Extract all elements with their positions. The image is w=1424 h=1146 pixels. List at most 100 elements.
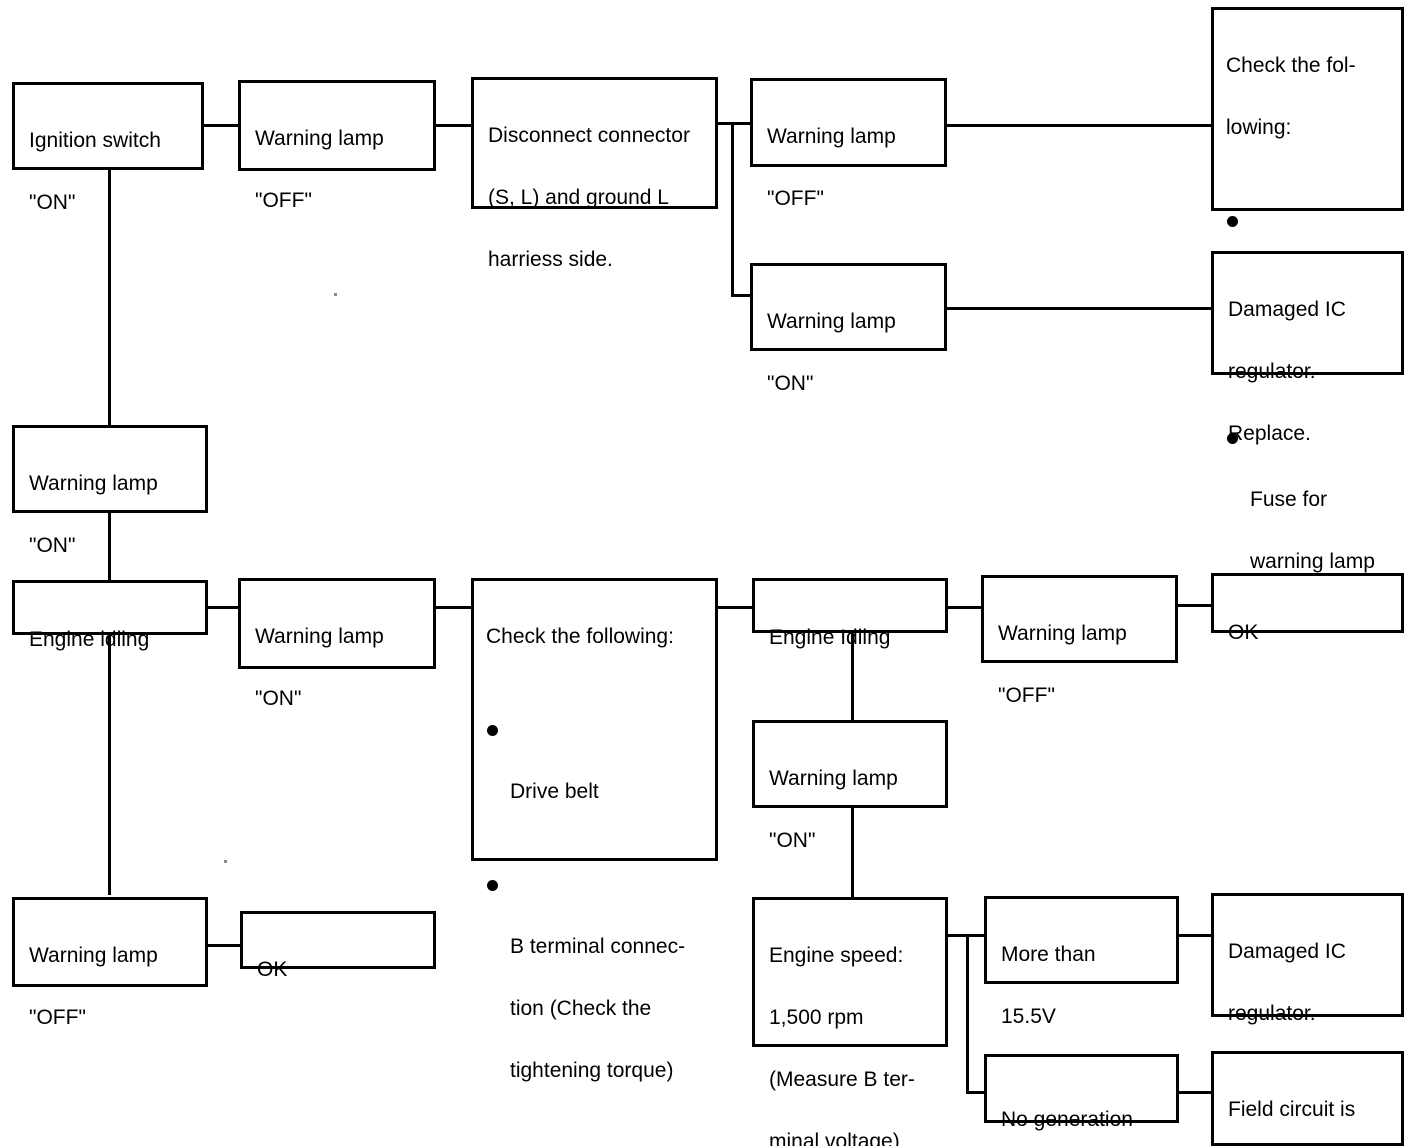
node-text-line: Ignition switch <box>29 129 161 152</box>
node-text-line: Warning lamp <box>255 127 384 150</box>
node-text-line: minal voltage) <box>769 1130 900 1146</box>
node-text-line: Warning lamp <box>29 472 158 495</box>
node-text-line: regulator. <box>1228 1002 1316 1025</box>
node-more-than-voltage[interactable]: More than 15.5V <box>984 896 1179 1028</box>
node-text-line: warning lamp <box>1250 550 1375 573</box>
node-text-line: Warning lamp <box>769 767 898 790</box>
node-warning-lamp-off-4[interactable]: Warning lamp "OFF" <box>12 897 208 1029</box>
node-disconnect-connector[interactable]: Disconnect connector (S, L) and ground L… <box>471 77 718 271</box>
edge-engineidling1-to-warnon3 <box>206 606 240 609</box>
node-text-line: Damaged IC <box>1228 298 1346 321</box>
edge-warnon3-to-check2 <box>435 606 473 609</box>
edge-engineidling1-to-warnoff4 <box>108 633 111 895</box>
node-text-line: (S, L) and ground L <box>488 186 669 209</box>
edge-engineidling2-to-warnon4 <box>851 633 854 723</box>
node-text-line: 1,500 rpm <box>769 1006 864 1029</box>
node-text-line: Drive belt <box>510 780 599 803</box>
node-engine-idling-1[interactable]: Engine idling <box>12 580 208 651</box>
edge-warnon1-to-engineidling1 <box>108 510 111 582</box>
node-text-line: Check the following: <box>486 625 674 648</box>
edge-branch-to-nogeneration <box>966 1091 986 1094</box>
node-ok-left[interactable]: OK <box>240 911 436 981</box>
node-no-generation[interactable]: No generation <box>984 1054 1179 1131</box>
node-warning-lamp-off-2[interactable]: Warning lamp "OFF" <box>750 78 947 210</box>
node-text-line: "ON" <box>29 191 76 214</box>
node-text-line: OK <box>1228 621 1259 644</box>
node-text-line: Replace. <box>1228 422 1311 445</box>
node-text-line: "ON" <box>769 829 816 852</box>
node-text-line: "ON" <box>29 534 76 557</box>
node-text-line: "OFF" <box>998 684 1055 707</box>
node-warning-lamp-off-1[interactable]: Warning lamp "OFF" <box>238 80 436 212</box>
node-text-line: "ON" <box>255 687 302 710</box>
node-text-line: lowing: <box>1226 116 1292 139</box>
edge-morethan-to-damagedic2 <box>1178 934 1214 937</box>
list-item: Fuse for warning lamp <box>1226 422 1401 608</box>
edge-branch-to-warnon2 <box>731 294 755 297</box>
node-text-line: "OFF" <box>29 1006 86 1029</box>
node-text-line: 15.5V <box>1001 1005 1056 1028</box>
node-check-following-bulb-fuse[interactable]: Check the fol- lowing: Warning lamp bulb… <box>1211 7 1404 573</box>
node-warning-lamp-on-2[interactable]: Warning lamp "ON" <box>750 263 947 395</box>
node-text-line: tightening torque) <box>510 1059 674 1082</box>
node-text-line: No generation <box>1001 1108 1133 1131</box>
bullet-icon <box>1227 433 1238 444</box>
node-warning-lamp-on-3[interactable]: Warning lamp "ON" <box>238 578 436 710</box>
node-text-line: (Measure B ter- <box>769 1068 915 1091</box>
node-damaged-ic-regulator-1[interactable]: Damaged IC regulator. Replace. <box>1211 251 1404 445</box>
node-ignition-switch-on[interactable]: Ignition switch "ON" <box>12 82 204 214</box>
edge-warnoff2-to-check1 <box>945 124 1213 127</box>
node-text-line: "OFF" <box>767 187 824 210</box>
node-text-line: Warning lamp <box>767 310 896 333</box>
node-text-line: Warning lamp <box>255 625 384 648</box>
list-item: Drive belt <box>486 714 715 838</box>
scan-speck <box>224 860 227 863</box>
node-text-line: Warning lamp <box>998 622 1127 645</box>
edge-disconnect-to-branch <box>716 122 752 125</box>
node-field-circuit-open[interactable]: Field circuit is open. <box>1211 1051 1404 1146</box>
node-damaged-ic-regulator-2[interactable]: Damaged IC regulator. Replace. <box>1211 893 1404 1087</box>
check-list: Drive belt B terminal connec- tion (Chec… <box>486 683 715 1146</box>
edge-warnon2-to-damagedic1 <box>945 307 1213 310</box>
node-text-line: Warning lamp <box>767 125 896 148</box>
edge-nogeneration-to-fieldcircuit <box>1178 1091 1214 1094</box>
node-text-line: OK <box>257 958 288 981</box>
node-text-line: Check the fol- <box>1226 54 1356 77</box>
node-text-line: Engine speed: <box>769 944 904 967</box>
edge-ignition-to-warnoff1 <box>203 124 240 127</box>
node-text-line: tion (Check the <box>510 997 652 1020</box>
edge-disconnect-branch-vertical <box>731 122 734 297</box>
node-text-line: Disconnect connector <box>488 124 690 147</box>
edge-ignition-to-warnon1 <box>108 168 111 428</box>
node-text-line: "ON" <box>767 372 814 395</box>
edge-engineidling2-to-warnoff3 <box>945 606 983 609</box>
node-engine-speed[interactable]: Engine speed: 1,500 rpm (Measure B ter- … <box>752 897 948 1146</box>
edge-check2-to-engineidling2 <box>716 606 754 609</box>
node-text-line: Warning lamp <box>29 944 158 967</box>
node-warning-lamp-on-4[interactable]: Warning lamp "ON" <box>752 720 948 852</box>
node-check-following-belt-terminals[interactable]: Check the following: Drive belt B termin… <box>471 578 718 1082</box>
list-item: B terminal connec- tion (Check the tight… <box>486 869 715 1117</box>
node-text-line: harriess side. <box>488 248 613 271</box>
node-text-line: More than <box>1001 943 1096 966</box>
node-text-line: "OFF" <box>255 189 312 212</box>
bullet-icon <box>487 880 498 891</box>
node-ok-right[interactable]: OK <box>1211 573 1404 644</box>
node-text-line: Engine idling <box>29 628 150 651</box>
edge-warnoff1-to-disconnect <box>435 124 473 127</box>
node-warning-lamp-off-3[interactable]: Warning lamp "OFF" <box>981 575 1178 707</box>
edge-warnoff4-to-okleft <box>206 944 242 947</box>
node-warning-lamp-on-1[interactable]: Warning lamp "ON" <box>12 425 208 557</box>
node-text-line: B terminal connec- <box>510 935 686 958</box>
edge-enginespeed-branch-vertical <box>966 934 969 1094</box>
bullet-icon <box>487 725 498 736</box>
node-text-line: Fuse for <box>1250 488 1328 511</box>
edge-warnoff3-to-okright <box>1176 604 1213 607</box>
node-text-line: Damaged IC <box>1228 940 1346 963</box>
edge-warnon4-to-enginespeed <box>851 808 854 897</box>
node-text-line: regulator. <box>1228 360 1316 383</box>
node-text-line: Engine Idling <box>769 626 891 649</box>
node-engine-idling-2[interactable]: Engine Idling <box>752 578 948 649</box>
scan-speck <box>334 293 337 296</box>
